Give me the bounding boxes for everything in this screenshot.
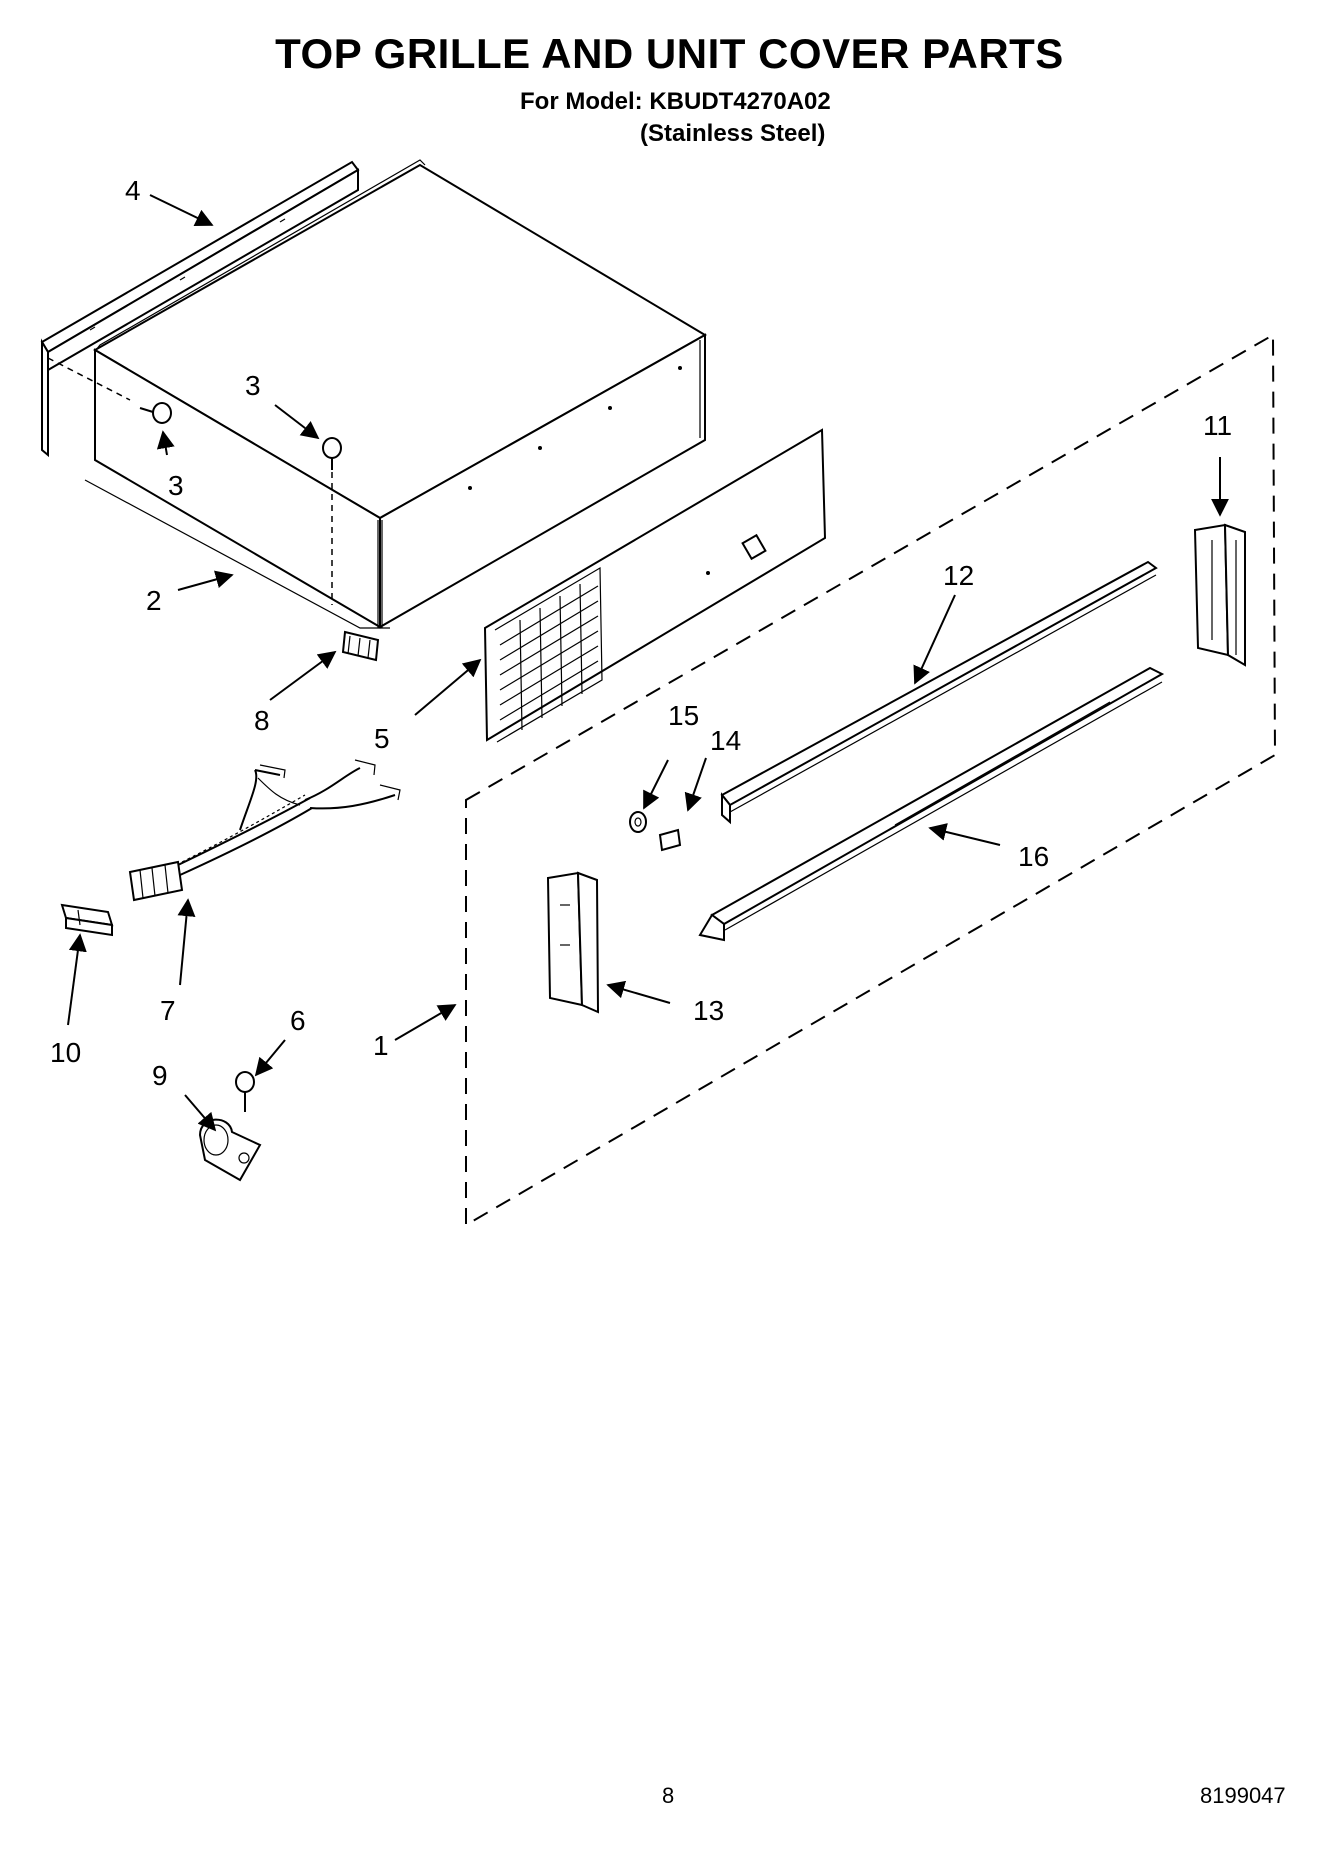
model-line: For Model: KBUDT4270A02: [520, 88, 831, 115]
part-1-grille-assembly-outline: [465, 333, 1277, 1227]
page-title: TOP GRILLE AND UNIT COVER PARTS: [275, 30, 1064, 77]
callout-12: 12: [943, 560, 974, 591]
callout-1: 1: [373, 1030, 389, 1061]
document-number: 8199047: [1200, 1783, 1286, 1808]
part-6-screw: [235, 1071, 255, 1112]
callout-15: 15: [668, 700, 699, 731]
part-12-upper-trim: [720, 560, 1158, 825]
callout-9: 9: [152, 1060, 168, 1091]
part-13-left-bracket: [546, 871, 600, 1014]
part-14-pin: [658, 828, 682, 852]
callout-13: 13: [693, 995, 724, 1026]
part-3-screw-left: [139, 402, 172, 424]
part-7-wire-harness: [128, 759, 401, 902]
callout-8: 8: [254, 705, 270, 736]
part-9-clamp: [198, 1118, 262, 1182]
callout-14: 14: [710, 725, 741, 756]
part-10-connector: [60, 903, 114, 937]
callout-3a: 3: [245, 370, 261, 401]
callout-arrows: [67, 194, 1229, 1132]
callout-6: 6: [290, 1005, 306, 1036]
callout-16: 16: [1018, 841, 1049, 872]
callout-3b: 3: [168, 470, 184, 501]
part-3-screw-center: [322, 437, 342, 605]
part-15-grommet: [629, 811, 647, 833]
finish-line: (Stainless Steel): [640, 120, 826, 147]
callout-4: 4: [125, 175, 141, 206]
callout-11: 11: [1203, 410, 1232, 441]
part-8-clip: [341, 630, 380, 662]
callout-2: 2: [146, 585, 162, 616]
part-16-lower-trim: [698, 666, 1165, 942]
callout-5: 5: [374, 723, 390, 754]
part-5-grille-panel: [483, 428, 827, 743]
part-4-rear-panel: [40, 160, 360, 458]
callout-7: 7: [160, 995, 176, 1026]
part-11-right-bracket: [1193, 523, 1246, 667]
callout-10: 10: [50, 1037, 81, 1068]
page-number: 8: [662, 1783, 675, 1808]
